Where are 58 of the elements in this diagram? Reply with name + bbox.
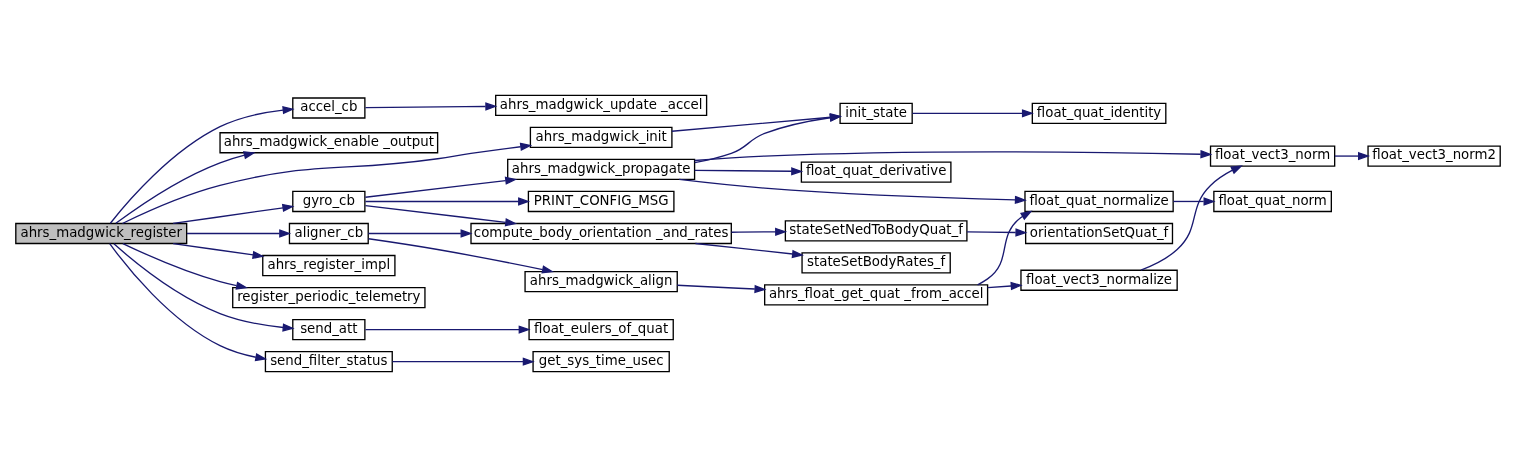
arrow [113,242,295,332]
arrow [364,175,518,198]
node-box: send_filter_status [264,350,393,372]
node-box: aligner_cb [288,222,369,244]
arrow [364,324,531,334]
node-box: ahrs_madgwick_align [524,270,678,292]
arrow [694,166,804,175]
node-box: ahrs_madgwick_update _accel [495,94,708,116]
node-box: ahrs_register_impl [262,254,396,276]
arrow [367,228,473,238]
arrow [730,227,788,236]
arrow [694,242,804,258]
node-box: float_quat_derivative [800,160,952,183]
node-box: float_vect3_norm2 [1367,144,1501,167]
node-box: ahrs_float_get_quat _from_accel [764,283,989,306]
arrow [121,142,533,224]
node-box: accel_cb [292,96,366,119]
node-box: ahrs_madgwick_init [529,126,673,148]
arrow [966,227,1028,237]
node-box: ahrs_madgwick_register [15,222,188,244]
node-box: float_vect3_normalize [1020,269,1178,291]
node-box: float_quat_norm [1213,190,1332,212]
node-box: PRINT_CONFIG_MSG [527,190,675,212]
arrow [976,210,1033,285]
node-box: orientationSetQuat_f [1024,222,1174,244]
arrow [364,196,531,206]
node-box: ahrs_madgwick_propagate [507,158,696,180]
node-box: get_sys_time_usec [532,350,670,372]
arrow [115,150,256,224]
arrow [693,149,1213,161]
arrow [1334,151,1371,160]
arrow [122,242,249,290]
node-box: ahrs_madgwick_enable _output [219,131,439,153]
arrow [109,105,295,224]
node-box: compute_body_orientation _and_rates [470,222,732,244]
node-box: register_periodic_telemetry [232,286,426,308]
node-box: float_quat_identity [1031,102,1167,124]
arrow [391,356,535,366]
node-box: float_eulers_of_quat [528,318,674,340]
arrow [1172,196,1216,206]
arrow [172,203,295,224]
arrow [911,108,1034,118]
arrow [986,281,1023,290]
node-box: init_state [839,102,913,124]
arrow [364,204,518,226]
arrow [109,242,268,361]
arrow [367,237,554,274]
arrow [364,101,498,111]
arrow [172,242,265,259]
node-box: float_quat_normalize [1024,190,1174,212]
node-box: send_att [292,318,366,340]
node-box: float_vect3_norm [1209,144,1336,167]
arrow [676,284,767,293]
arrow [186,228,292,238]
arrow [678,178,1027,204]
node-box: stateSetNedToBodyQuat_f [784,219,968,241]
node-box: gyro_cb [292,190,366,212]
node-box: stateSetBodyRates_f [801,251,951,274]
